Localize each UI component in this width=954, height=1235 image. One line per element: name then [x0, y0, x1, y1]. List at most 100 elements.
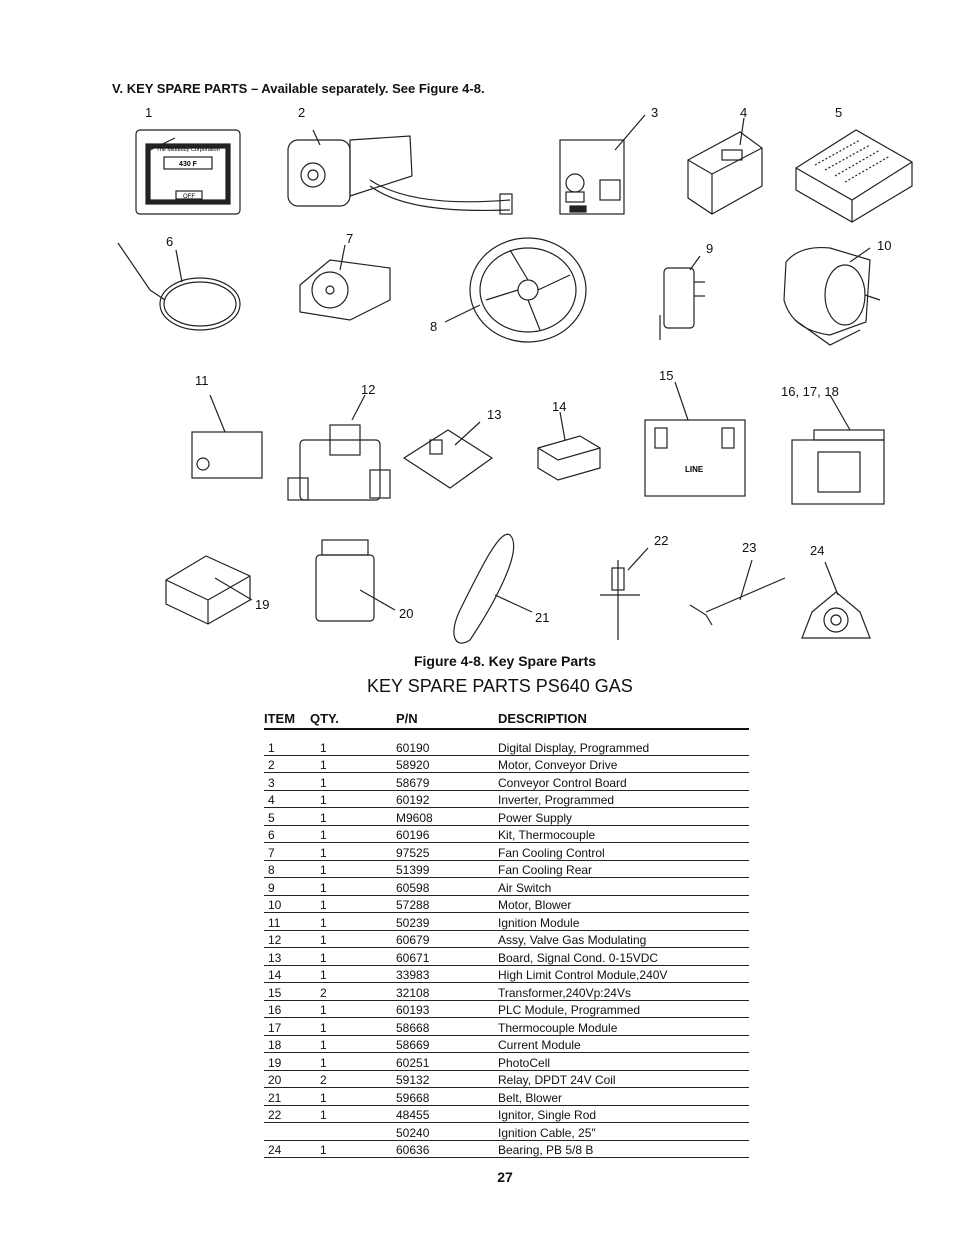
table-header-row: ITEM QTY. P/N DESCRIPTION	[264, 708, 749, 730]
digital-display-drawing	[135, 129, 241, 215]
qty-cell: 1	[310, 1052, 396, 1071]
qty-cell: 1	[310, 895, 396, 913]
pn-cell: 60190	[396, 729, 498, 756]
description-cell: Ignition Module	[498, 912, 749, 931]
item-cell: 10	[264, 895, 310, 913]
description-cell: Relay, DPDT 24V Coil	[498, 1070, 749, 1088]
callout-5: 5	[835, 105, 843, 120]
qty-cell	[310, 1122, 396, 1141]
cooling-fan-drawing	[299, 244, 391, 321]
pn-cell: 60251	[396, 1052, 498, 1071]
relay-drawing	[315, 539, 396, 622]
pn-cell: 58679	[396, 772, 498, 791]
callout-15: 15	[659, 368, 674, 383]
qty-cell: 2	[310, 1070, 396, 1088]
description-cell: Fan Cooling Rear	[498, 860, 749, 878]
callout-11: 11	[195, 373, 209, 388]
callout-21: 21	[535, 610, 550, 625]
item-cell: 7	[264, 842, 310, 861]
item-cell	[264, 1122, 310, 1141]
qty-cell: 1	[310, 965, 396, 983]
item-cell: 6	[264, 825, 310, 843]
pn-cell: 59132	[396, 1070, 498, 1088]
pn-cell: 60636	[396, 1140, 498, 1158]
callout-6: 6	[166, 234, 174, 249]
item-cell: 5	[264, 807, 310, 826]
description-cell: Inverter, Programmed	[498, 790, 749, 808]
plc-module-drawing	[791, 394, 885, 505]
item-cell: 20	[264, 1070, 310, 1088]
item-cell: 4	[264, 790, 310, 808]
qty-cell: 1	[310, 1017, 396, 1036]
description-cell: Ignitor, Single Rod	[498, 1105, 749, 1123]
description-cell: High Limit Control Module,240V	[498, 965, 749, 983]
pn-cell: 33983	[396, 965, 498, 983]
callout-8: 8	[430, 319, 438, 334]
ignition-cable-drawing	[689, 559, 786, 626]
pn-cell: 60598	[396, 877, 498, 896]
pn-cell: 50239	[396, 912, 498, 931]
pn-cell: 60671	[396, 947, 498, 966]
conveyor-motor-drawing	[287, 129, 513, 215]
description-cell: Ignition Cable, 25″	[498, 1122, 749, 1141]
qty-cell: 1	[310, 772, 396, 791]
callout-1: 1	[145, 105, 153, 120]
page-number: 27	[497, 1169, 513, 1185]
qty-cell: 1	[310, 930, 396, 948]
signal-board-drawing	[402, 421, 494, 489]
description-cell: Kit, Thermocouple	[498, 825, 749, 843]
pn-cell: 48455	[396, 1105, 498, 1123]
callout-13: 13	[487, 407, 502, 422]
qty-cell: 1	[310, 860, 396, 878]
item-cell: 11	[264, 912, 310, 931]
pn-cell: 60679	[396, 930, 498, 948]
bearing-drawing	[801, 561, 871, 639]
description-cell: Conveyor Control Board	[498, 772, 749, 791]
high-limit-module-drawing	[537, 411, 601, 481]
item-cell: 14	[264, 965, 310, 983]
description-cell: Assy, Valve Gas Modulating	[498, 930, 749, 948]
qty-cell: 1	[310, 1140, 396, 1158]
ignition-module-drawing	[191, 394, 263, 479]
description-cell: Air Switch	[498, 877, 749, 896]
item-cell: 15	[264, 982, 310, 1001]
pn-cell: 58668	[396, 1017, 498, 1036]
gas-valve-drawing	[287, 394, 391, 501]
item-cell: 1	[264, 729, 310, 756]
callout-24: 24	[810, 543, 825, 558]
section-heading: V. KEY SPARE PARTS – Available separatel…	[112, 81, 485, 96]
qty-cell: 1	[310, 1087, 396, 1106]
qty-cell: 1	[310, 807, 396, 826]
callout-12: 12	[361, 382, 376, 397]
item-cell: 9	[264, 877, 310, 896]
transformer-drawing	[644, 381, 746, 497]
qty-cell: 2	[310, 982, 396, 1001]
display-brand: The Middleby Corporation	[156, 147, 219, 153]
callout-2: 2	[298, 105, 306, 120]
qty-cell: 1	[310, 755, 396, 773]
qty-cell: 1	[310, 1035, 396, 1053]
qty-cell: 1	[310, 877, 396, 896]
pn-cell: 57288	[396, 895, 498, 913]
description-cell: Motor, Blower	[498, 895, 749, 913]
description-cell: Thermocouple Module	[498, 1017, 749, 1036]
thermocouple-drawing	[117, 242, 241, 331]
air-switch-drawing	[659, 255, 705, 340]
description-cell: Power Supply	[498, 807, 749, 826]
item-cell: 8	[264, 860, 310, 878]
item-cell: 21	[264, 1087, 310, 1106]
